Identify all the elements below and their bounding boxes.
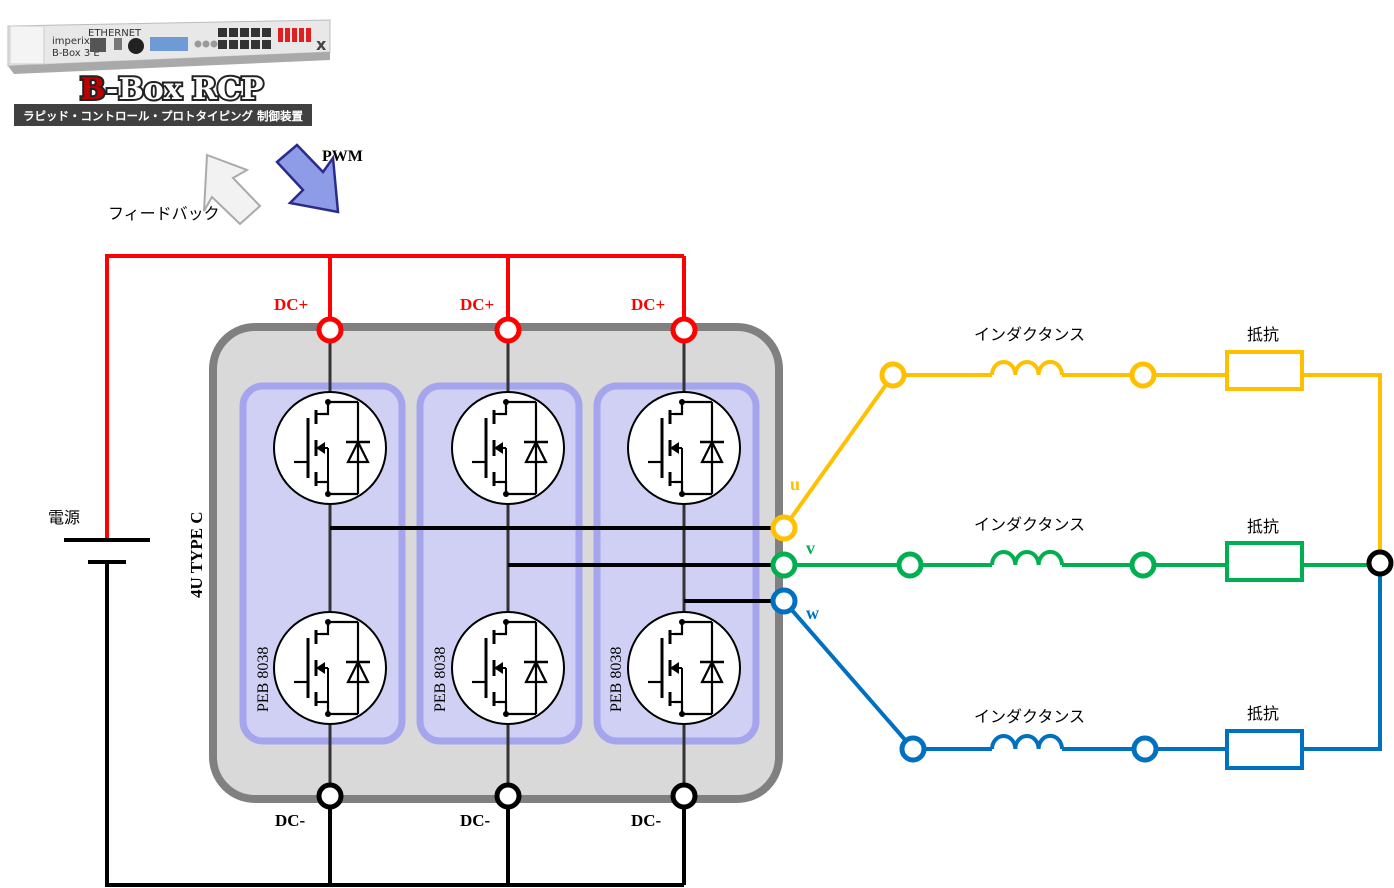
logo-subtitle: ラピッド・コントロール・プロトタイピング 制御装置 [23, 109, 304, 123]
dc-plus-label-2: DC+ [460, 295, 494, 314]
feedback-label: フィードバック [108, 204, 220, 223]
switch-leg1-high [272, 390, 388, 506]
inductor-v-label: インダクタンス [974, 515, 1085, 534]
board-label-2: PEB 8038 [432, 647, 449, 712]
phase-w-label: w [806, 603, 819, 623]
device-model: B-Box 3 E [52, 48, 100, 59]
switch-leg1-low [272, 610, 388, 726]
power-supply-label: 電源 [48, 508, 80, 527]
logo-text: B-Box RCP [80, 72, 263, 107]
switch-leg2-high [450, 390, 566, 506]
resistor-w [1225, 729, 1304, 770]
switch-leg2-low [450, 610, 566, 726]
board-label-1: PEB 8038 [255, 647, 272, 712]
phase-u-label: u [790, 474, 800, 494]
dc-minus-label-1: DC- [275, 811, 306, 830]
bbox-device-image: imperix B-Box 3 E ETHERNET x [7, 19, 331, 74]
inductor-u-label: インダクタンス [974, 325, 1085, 344]
power-supply-symbol [64, 538, 150, 564]
inductor-w-label: インダクタンス [974, 707, 1085, 726]
terminal-dc-minus-3 [670, 782, 698, 810]
dc-minus-bus [105, 562, 686, 887]
resistor-u [1225, 350, 1304, 391]
phase-output-wires [330, 526, 784, 603]
device-brand: imperix [52, 36, 90, 47]
device-port-label: ETHERNET [88, 28, 142, 39]
dc-plus-label-1: DC+ [274, 295, 308, 314]
resistor-w-label: 抵抗 [1247, 704, 1279, 723]
terminal-dc-minus-2 [494, 782, 522, 810]
pwm-label: PWM [322, 148, 363, 165]
phase-w-branch [770, 567, 1382, 770]
terminal-u [770, 514, 798, 542]
pwm-arrow [275, 143, 340, 214]
resistor-u-label: 抵抗 [1247, 325, 1279, 344]
dc-plus-label-3: DC+ [631, 295, 665, 314]
phase-u-branch [770, 350, 1382, 563]
board-label-3: PEB 8038 [608, 647, 625, 712]
logo-b: B [80, 72, 106, 107]
terminal-dc-plus-2 [494, 316, 522, 344]
dc-minus-label-3: DC- [631, 811, 662, 830]
terminal-w [770, 587, 798, 615]
logo-rest: -Box RCP [106, 72, 264, 107]
phase-v-branch [770, 541, 1380, 582]
terminal-dc-minus-1 [316, 782, 344, 810]
dc-minus-label-2: DC- [460, 811, 491, 830]
switch-leg3-low [626, 610, 742, 726]
phase-v-label: v [806, 538, 815, 558]
module-type-label: 4U TYPE C [187, 511, 206, 598]
terminal-dc-plus-3 [670, 316, 698, 344]
resistor-v [1225, 541, 1304, 582]
bbox-rcp-logo: B-Box RCP ラピッド・コントロール・プロトタイピング 制御装置 [14, 70, 312, 126]
svg-text:x: x [316, 35, 327, 54]
neutral-star-point [1366, 549, 1394, 577]
terminal-dc-plus-1 [316, 316, 344, 344]
switch-leg3-high [626, 390, 742, 506]
dc-terminals [316, 316, 698, 810]
feedback-arrow [203, 153, 262, 226]
terminal-v [770, 551, 798, 579]
resistor-v-label: 抵抗 [1247, 517, 1279, 536]
